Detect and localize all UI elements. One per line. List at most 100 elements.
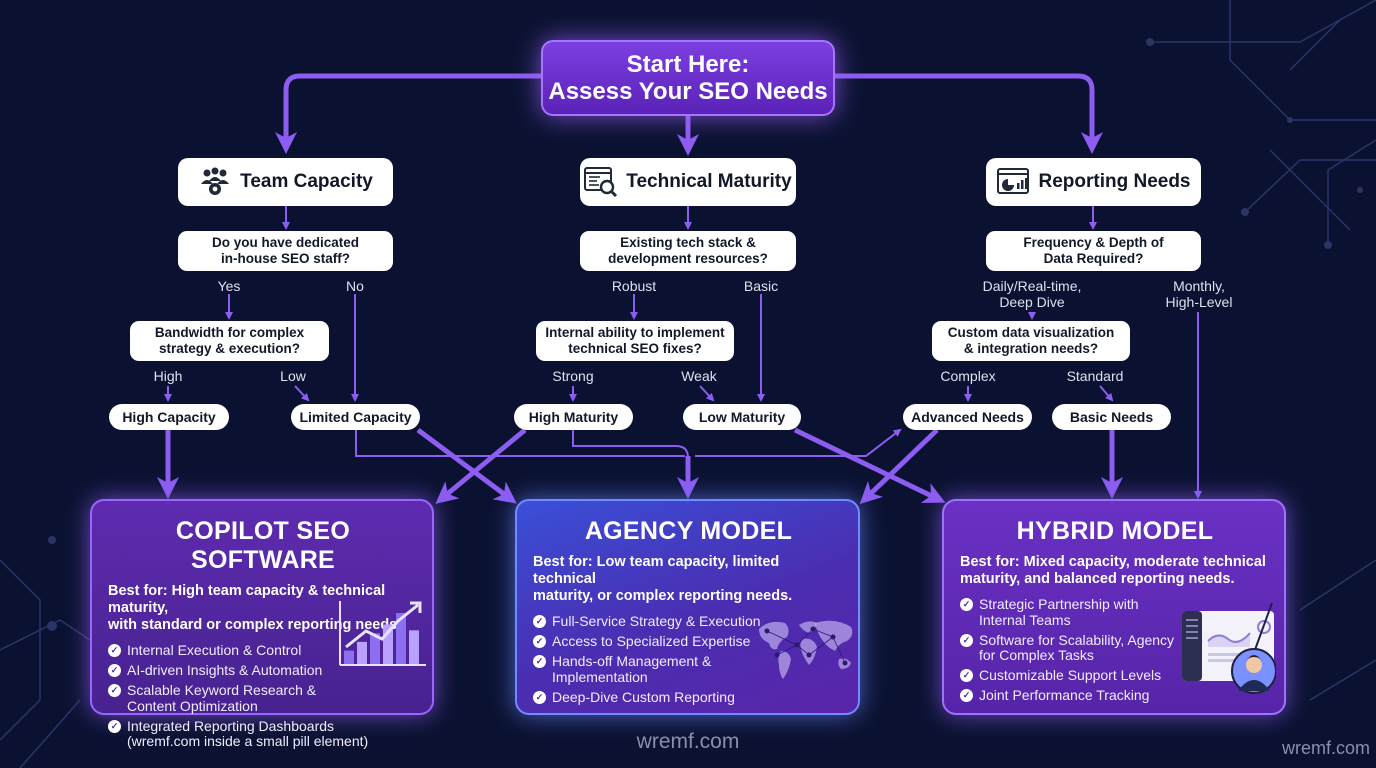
- question-line: Do you have dedicated: [211, 235, 360, 250]
- category-technical-maturity: Technical Maturity: [580, 158, 796, 206]
- best-for-line: Best for: High team capacity & technical…: [108, 583, 386, 616]
- feature-item: ✓Full-Service Strategy & Execution: [533, 613, 844, 630]
- question-line: technical SEO fixes?: [568, 341, 702, 356]
- branch-label-daily: Daily/Real-time, Deep Dive: [972, 278, 1092, 310]
- illustration-bar: [409, 630, 419, 665]
- team-gear-icon: [198, 165, 232, 199]
- category-team-title: Team Capacity: [240, 171, 373, 192]
- model-agency: AGENCY MODEL Best for: Low team capacity…: [515, 499, 860, 715]
- check-icon: ✓: [960, 633, 973, 647]
- feature-text: Content Optimization: [127, 697, 258, 714]
- illustration-bar: [370, 633, 380, 665]
- best-for-line: with standard or complex reporting needs…: [108, 617, 402, 633]
- question-line: Internal ability to implement: [545, 325, 725, 340]
- growth-bar-chart-icon: [339, 601, 426, 666]
- illustration-bar: [344, 650, 354, 665]
- feature-text: Access to Specialized Expertise: [552, 633, 751, 649]
- question-line: in-house SEO staff?: [220, 251, 350, 266]
- model-copilot-seo-software: COPILOT SEO SOFTWARE Best for: High team…: [90, 499, 434, 749]
- check-icon: ✓: [108, 644, 121, 657]
- feature-item: ✓ AI-driven Insights & Automation: [108, 662, 418, 679]
- feature-item: ✓ Customizable Support Levels: [960, 667, 1270, 684]
- branch-label-line: Daily/Real-time,: [982, 278, 1082, 294]
- report-chart-icon: [996, 165, 1030, 199]
- feature-item: ✓Joint Performance Tracking: [960, 687, 1270, 704]
- illustration-bar: [357, 641, 367, 665]
- question-line: Data Required?: [1043, 251, 1144, 266]
- feature-list: ✓Internal Execution & Control ✓ AI-driven…: [108, 642, 418, 750]
- feature-list: ✓Full-Service Strategy & Execution ✓Acce…: [533, 613, 844, 705]
- branch-label-monthly: Monthly, High-Level: [1139, 278, 1259, 310]
- check-icon: ✓: [533, 635, 546, 648]
- branch-label-low: Low: [280, 368, 306, 384]
- start-title-line2: Assess Your SEO Needs: [548, 78, 828, 105]
- category-tech-title: Technical Maturity: [626, 171, 792, 192]
- dashboard-person-icon: [1182, 602, 1276, 694]
- question-line: strategy & execution?: [158, 341, 301, 356]
- feature-text: Integrated Reporting Dashboards: [127, 717, 335, 734]
- feature-text: (wremf.com inside a small pill element): [127, 733, 369, 749]
- feature-text: for Complex Tasks: [979, 647, 1094, 663]
- check-icon: ✓: [533, 690, 546, 704]
- world-network-map-icon: [759, 620, 853, 679]
- question-frequency-depth: Frequency & Depth of Data Required?: [986, 231, 1201, 271]
- check-icon: ✓: [960, 669, 973, 682]
- model-best-for: Best for: High team capacity & technical…: [108, 583, 418, 634]
- question-bandwidth: Bandwidth for complex strategy & executi…: [130, 321, 329, 361]
- category-team-capacity: Team Capacity: [178, 158, 393, 206]
- branch-label-basic: Basic: [743, 278, 779, 294]
- feature-text: Full-Service Strategy & Execution: [552, 613, 761, 629]
- category-report-title: Reporting Needs: [1038, 171, 1191, 192]
- model-hybrid: HYBRID MODEL Best for: Mixed capacity, m…: [942, 499, 1286, 715]
- question-line: Custom data visualization: [947, 325, 1115, 340]
- feature-text: Software for Scalability, Agency: [979, 631, 1175, 648]
- outcome-limited-capacity: Limited Capacity: [291, 404, 420, 430]
- watermark-corner: wremf.com: [1281, 738, 1370, 758]
- branch-label-no: No: [346, 278, 364, 294]
- branch-label-line: Deep Dive: [999, 294, 1065, 310]
- model-best-for: Best for: Low team capacity, limited tec…: [533, 554, 844, 605]
- best-for-line: Best for: Mixed capacity, moderate techn…: [960, 554, 1266, 570]
- watermark-center: wremf.com: [636, 730, 740, 753]
- code-magnifier-icon: [584, 165, 618, 199]
- best-for-line: maturity, or complex reporting needs.: [533, 588, 793, 604]
- branch-label-line: High-Level: [1165, 294, 1233, 310]
- outcome-basic-needs: Basic Needs: [1052, 404, 1171, 430]
- feature-text: Deep-Dive Custom Reporting: [552, 688, 735, 705]
- feature-item: ✓Internal Execution & Control: [108, 642, 418, 659]
- question-line: Existing tech stack &: [620, 235, 756, 250]
- illustration-bar: [383, 624, 393, 665]
- best-for-line: maturity, and balanced reporting needs.: [960, 571, 1235, 587]
- feature-item: ✓Integrated Reporting Dashboards(wremf.c…: [108, 717, 418, 750]
- illustration-bar: [396, 613, 406, 665]
- branch-label-robust: Robust: [611, 278, 657, 294]
- branch-label-weak: Weak: [681, 368, 717, 384]
- feature-text: Joint Performance Tracking: [979, 687, 1150, 703]
- feature-item: ✓Scalable Keyword Research &Content Opti…: [108, 682, 418, 714]
- question-implement-fixes: Internal ability to implement technical …: [536, 321, 734, 361]
- feature-text: Internal Teams: [979, 611, 1071, 628]
- check-icon: ✓: [108, 664, 121, 677]
- model-best-for: Best for: Mixed capacity, moderate techn…: [960, 554, 1270, 588]
- branch-label-yes: Yes: [217, 278, 241, 294]
- feature-text: Customizable Support Levels: [979, 667, 1162, 683]
- question-tech-stack: Existing tech stack & development resour…: [580, 231, 796, 271]
- outcome-high-capacity: High Capacity: [109, 404, 229, 430]
- start-title-line1: Start Here:: [626, 51, 750, 78]
- question-line: Bandwidth for complex: [154, 325, 305, 340]
- feature-text: Strategic Partnership with: [979, 596, 1139, 612]
- feature-text: Hands-off Management &: [552, 653, 712, 669]
- branch-label-standard: Standard: [1066, 368, 1124, 384]
- branch-label-high: High: [153, 368, 183, 384]
- feature-text: AI-driven Insights & Automation: [127, 662, 323, 678]
- check-icon: ✓: [960, 598, 973, 611]
- best-for-line: Best for: Low team capacity, limited tec…: [533, 554, 780, 587]
- start-node: Start Here: Assess Your SEO Needs: [541, 40, 835, 116]
- question-line: Frequency & Depth of: [1023, 235, 1164, 250]
- outcome-advanced-needs: Advanced Needs: [903, 404, 1032, 430]
- branch-label-line: Monthly,: [1173, 278, 1225, 294]
- feature-item: ✓ Access to Specialized Expertise: [533, 633, 844, 650]
- model-title: HYBRID MODEL: [1016, 517, 1214, 545]
